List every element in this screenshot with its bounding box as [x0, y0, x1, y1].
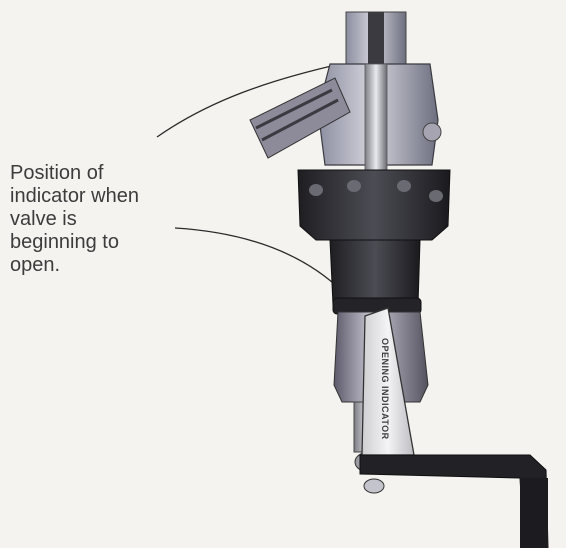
valve-body: [329, 239, 422, 315]
leader-line-lower: [174, 227, 344, 293]
leader-line-upper: [156, 63, 341, 138]
caption-line-2: indicator when: [10, 185, 139, 207]
stem-top: [345, 11, 407, 65]
caption-line-4: beginning to: [10, 231, 119, 253]
caption-line-3: valve is: [10, 208, 77, 230]
bonnet-flange: [297, 169, 451, 241]
callout-caption: Position of indicator when valve is begi…: [10, 162, 175, 277]
caption-line-1: Position of: [10, 162, 104, 184]
caption-line-5: open.: [10, 254, 61, 276]
upper-yoke: [317, 63, 442, 175]
indicator-label: OPENING INDICATOR: [380, 338, 390, 440]
lever-arm: [249, 77, 351, 159]
crank-handle: [359, 454, 549, 548]
